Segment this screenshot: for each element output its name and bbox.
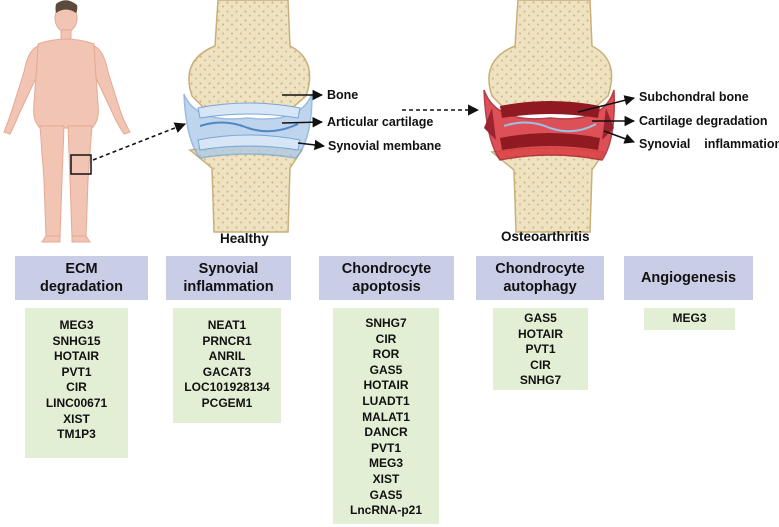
gene-item: PRNCR1 <box>202 333 252 348</box>
category-title-line2: inflammation <box>183 279 274 295</box>
category-title-line1: Synovial <box>198 261 259 277</box>
gene-item: DANCR <box>364 425 408 440</box>
gene-item: LINC00671 <box>45 395 108 410</box>
category-title-line1: Chondrocyte <box>341 261 432 277</box>
category-title-line2: degradation <box>40 279 123 295</box>
label-articular-cartilage: Articular cartilage <box>327 115 434 129</box>
gene-item: ROR <box>372 347 400 362</box>
category-title-line1: ECM <box>65 261 98 277</box>
gene-item: GACAT3 <box>202 364 252 379</box>
gene-item: PVT1 <box>61 364 92 379</box>
category-title-line2: apoptosis <box>352 279 421 295</box>
gene-item: CIR <box>66 380 87 395</box>
category-title-line1: Chondrocyte <box>495 261 585 277</box>
label-synovial-membrane: Synovial membane <box>328 139 442 153</box>
category-ecm-degradation: ECM degradation <box>15 256 148 300</box>
gene-item: LOC101928134 <box>184 380 270 395</box>
gene-item: LncRNA-p21 <box>349 503 422 518</box>
gene-item: PVT1 <box>525 342 556 357</box>
gene-item: PCGEM1 <box>201 395 253 410</box>
gene-item: HOTAIR <box>53 349 100 364</box>
gene-item: GAS5 <box>369 487 403 502</box>
gene-item: XIST <box>372 471 400 486</box>
gene-item: LUADT1 <box>362 393 410 408</box>
category-title-line2: autophagy <box>503 279 577 295</box>
gene-item: HOTAIR <box>363 378 409 393</box>
category-angiogenesis: Angiogenesis <box>624 256 753 300</box>
label-synovial-inflammation: Synovial inflammation <box>639 137 779 151</box>
gene-item: SNHG7 <box>365 316 407 330</box>
gene-item: MEG3 <box>672 311 707 325</box>
osteoarthritis-knee-joint <box>483 0 615 233</box>
zoom-arrow <box>92 122 187 161</box>
knee-highlight-box <box>70 154 92 175</box>
caption-osteoarthritis: Osteoarthritis <box>501 229 590 244</box>
gene-list-angiogenesis: MEG3 <box>644 308 735 330</box>
label-bone: Bone <box>327 88 359 102</box>
category-synovial-inflammation: Synovial inflammation <box>166 256 291 300</box>
label-subchondral-bone: Subchondral bone <box>639 90 749 104</box>
human-body-figure <box>3 0 131 243</box>
gene-item: HOTAIR <box>517 326 564 341</box>
gene-item: GAS5 <box>524 311 557 325</box>
healthy-knee-joint <box>183 0 313 233</box>
gene-item: PVT1 <box>370 440 401 455</box>
gene-item: MEG3 <box>59 318 94 332</box>
gene-item: ANRIL <box>208 349 246 364</box>
category-chondrocyte-autophagy: Chondrocyte autophagy <box>476 256 604 300</box>
gene-item: TM1P3 <box>57 427 96 442</box>
category-title-line1: Angiogenesis <box>640 270 737 286</box>
caption-healthy: Healthy <box>220 231 269 246</box>
gene-item: CIR <box>375 331 397 346</box>
gene-item: XIST <box>63 411 90 426</box>
gene-item: CIR <box>530 357 551 372</box>
gene-item: SNHG7 <box>519 373 562 388</box>
label-cartilage-degradation: Cartilage degradation <box>639 114 768 128</box>
category-chondrocyte-apoptosis: Chondrocyte apoptosis <box>319 256 454 300</box>
gene-item: SNHG15 <box>52 333 101 348</box>
gene-item: MALAT1 <box>362 409 410 424</box>
gene-item: GAS5 <box>369 362 403 377</box>
gene-item: NEAT1 <box>207 318 247 332</box>
gene-item: MEG3 <box>368 456 403 471</box>
